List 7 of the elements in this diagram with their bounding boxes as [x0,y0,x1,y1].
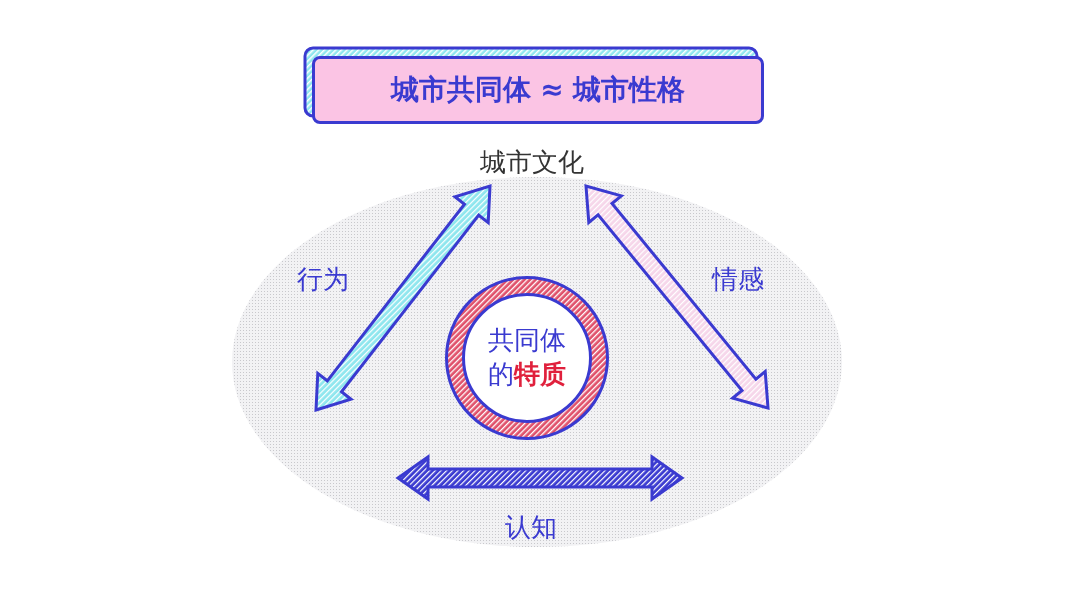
node-text: 共同体的特质 [487,324,567,391]
title-box [312,56,764,124]
node-text: 城市共同体 ≈ 城市性格 [390,72,686,108]
arrow-label: 行为 [297,263,349,296]
culture-label: 城市文化 [480,146,584,179]
arrow-label: 情感 [712,263,764,296]
arrow-label: 认知 [505,511,557,544]
